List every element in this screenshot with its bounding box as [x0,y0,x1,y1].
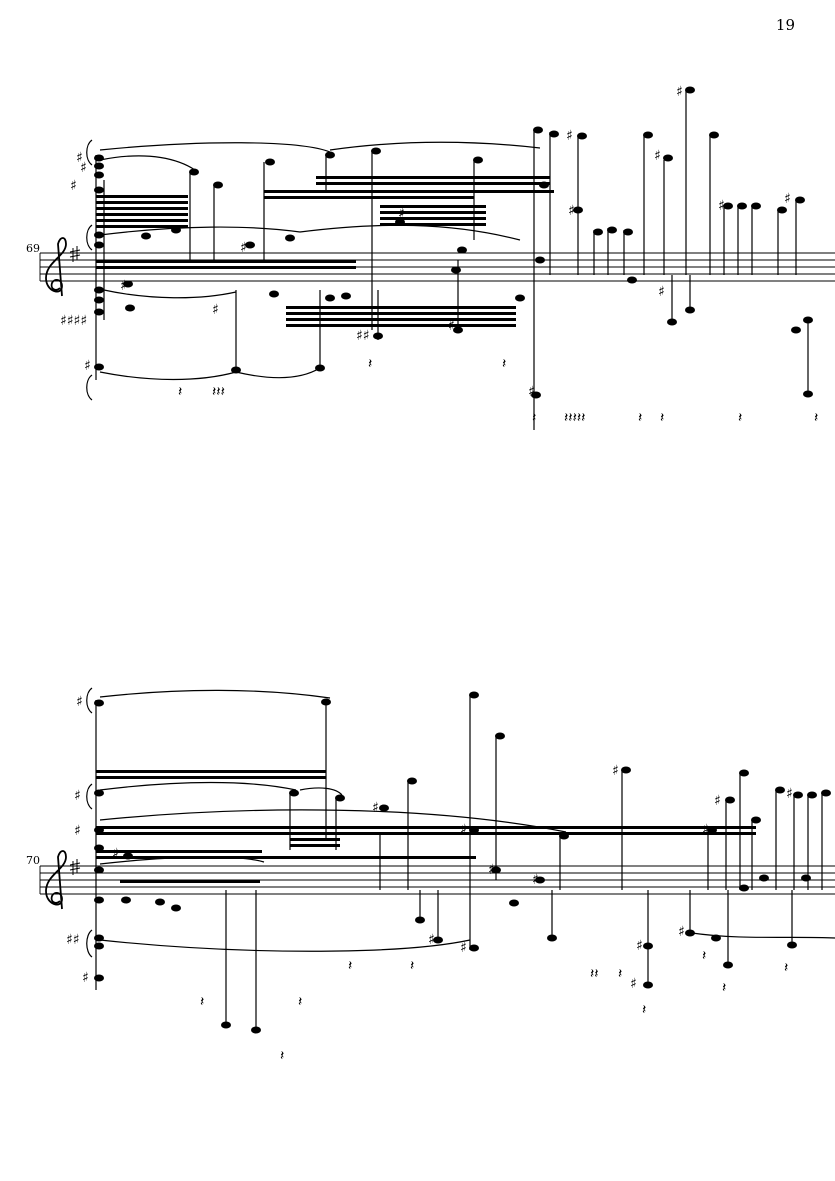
svg-text:♯: ♯ [658,284,665,300]
svg-text:♯: ♯ [74,788,81,804]
key-signature-sharp [69,859,81,875]
system-70: ♯♯♯ ♯♯♯♯ ♯♯♯ ♯♯♯ ♯♯♯ ♯♯♯ ♯ 𝄽𝄽 𝄽𝄽 𝄽𝄽 𝄽𝄽 [39,687,835,1064]
svg-text:♯: ♯ [528,384,535,400]
svg-text:𝄽: 𝄽 [502,356,506,372]
svg-text:♯: ♯ [568,203,575,219]
sharp-accidentals: ♯♯♯ ♯♯♯♯ ♯♯♯ ♯♯♯ ♯♯♯ ♯♯♯ ♯ [66,694,793,992]
svg-text:𝄽: 𝄽 [642,1002,646,1018]
svg-text:♯♯: ♯♯ [66,932,80,948]
svg-text:𝄽: 𝄽 [814,410,818,426]
svg-text:♯: ♯ [120,278,127,294]
svg-text:♯: ♯ [676,84,683,100]
svg-text:♯: ♯ [714,793,721,809]
key-signature-sharp [69,246,81,262]
svg-text:♯: ♯ [488,862,495,878]
svg-text:♯: ♯ [76,150,83,166]
svg-text:♯: ♯ [372,800,379,816]
svg-text:𝄽: 𝄽 [298,994,302,1010]
stems [95,695,823,1030]
slurs [86,139,541,401]
svg-text:♯: ♯ [80,160,87,176]
svg-text:♯: ♯ [612,763,619,779]
svg-text:♯: ♯ [112,846,119,862]
svg-text:♯♯: ♯♯ [356,328,370,344]
svg-text:𝄽: 𝄽 [280,1048,284,1064]
svg-text:♯: ♯ [84,358,91,374]
noteheads [121,691,831,1034]
svg-text:♯: ♯ [532,872,539,888]
svg-text:𝄽: 𝄽 [638,410,642,426]
rests: 𝄽𝄽 𝄽𝄽 𝄽𝄽 𝄽𝄽 𝄽𝄽𝄽 𝄽 [200,948,788,1064]
svg-text:𝄽𝄽𝄽: 𝄽𝄽𝄽 [212,384,225,400]
svg-text:♯: ♯ [460,822,467,838]
beams [96,176,554,327]
treble-clef-icon [45,850,67,910]
page-number: 19 [775,16,795,34]
svg-text:♯: ♯ [74,823,81,839]
beams [96,770,756,883]
sharp-accidentals: ♯♯♯ ♯♯♯♯♯ ♯♯♯♯ ♯♯♯ ♯♯♯ ♯♯♯ ♯♯ [60,84,791,400]
svg-text:♯: ♯ [786,786,793,802]
svg-text:♯: ♯ [784,191,791,207]
svg-text:𝄽: 𝄽 [618,966,622,982]
noteheads [123,86,813,399]
svg-text:𝄽𝄽: 𝄽𝄽 [590,966,599,982]
svg-text:♯: ♯ [678,924,685,940]
svg-text:♯: ♯ [702,822,709,838]
svg-text:♯: ♯ [428,932,435,948]
svg-text:𝄽: 𝄽 [532,410,536,426]
svg-text:♯: ♯ [82,970,89,986]
measure-number-70: 70 [26,854,40,867]
svg-text:♯: ♯ [70,178,77,194]
svg-text:𝄽: 𝄽 [702,948,706,964]
svg-text:𝄽: 𝄽 [348,958,352,974]
svg-text:𝄽: 𝄽 [410,958,414,974]
svg-text:♯: ♯ [630,976,637,992]
svg-text:𝄽: 𝄽 [368,356,372,372]
svg-text:♯: ♯ [566,128,573,144]
slurs [86,687,835,958]
svg-text:♯: ♯ [718,198,725,214]
svg-text:𝄽: 𝄽 [738,410,742,426]
svg-text:𝄽: 𝄽 [178,384,182,400]
svg-text:𝄽𝄽𝄽𝄽𝄽: 𝄽𝄽𝄽𝄽𝄽 [564,410,585,426]
measure-number-69: 69 [26,242,40,255]
svg-text:𝄽: 𝄽 [200,994,204,1010]
svg-text:𝄽: 𝄽 [722,980,726,996]
svg-text:𝄽: 𝄽 [784,960,788,976]
svg-text:♯: ♯ [636,938,643,954]
treble-clef-icon [45,237,67,297]
stems [95,90,809,430]
svg-text:♯: ♯ [76,694,83,710]
svg-text:♯: ♯ [654,148,661,164]
svg-text:♯♯♯♯: ♯♯♯♯ [60,313,87,329]
svg-text:♯: ♯ [240,240,247,256]
rests: 𝄽𝄽𝄽𝄽 𝄽𝄽 𝄽𝄽𝄽𝄽𝄽𝄽 𝄽𝄽 𝄽𝄽 [178,356,818,426]
svg-text:♯: ♯ [460,940,467,956]
svg-text:♯: ♯ [212,302,219,318]
system-69: ♯♯♯ ♯♯♯♯♯ ♯♯♯♯ ♯♯♯ ♯♯♯ ♯♯♯ ♯♯ [39,84,835,430]
svg-text:𝄽: 𝄽 [660,410,664,426]
